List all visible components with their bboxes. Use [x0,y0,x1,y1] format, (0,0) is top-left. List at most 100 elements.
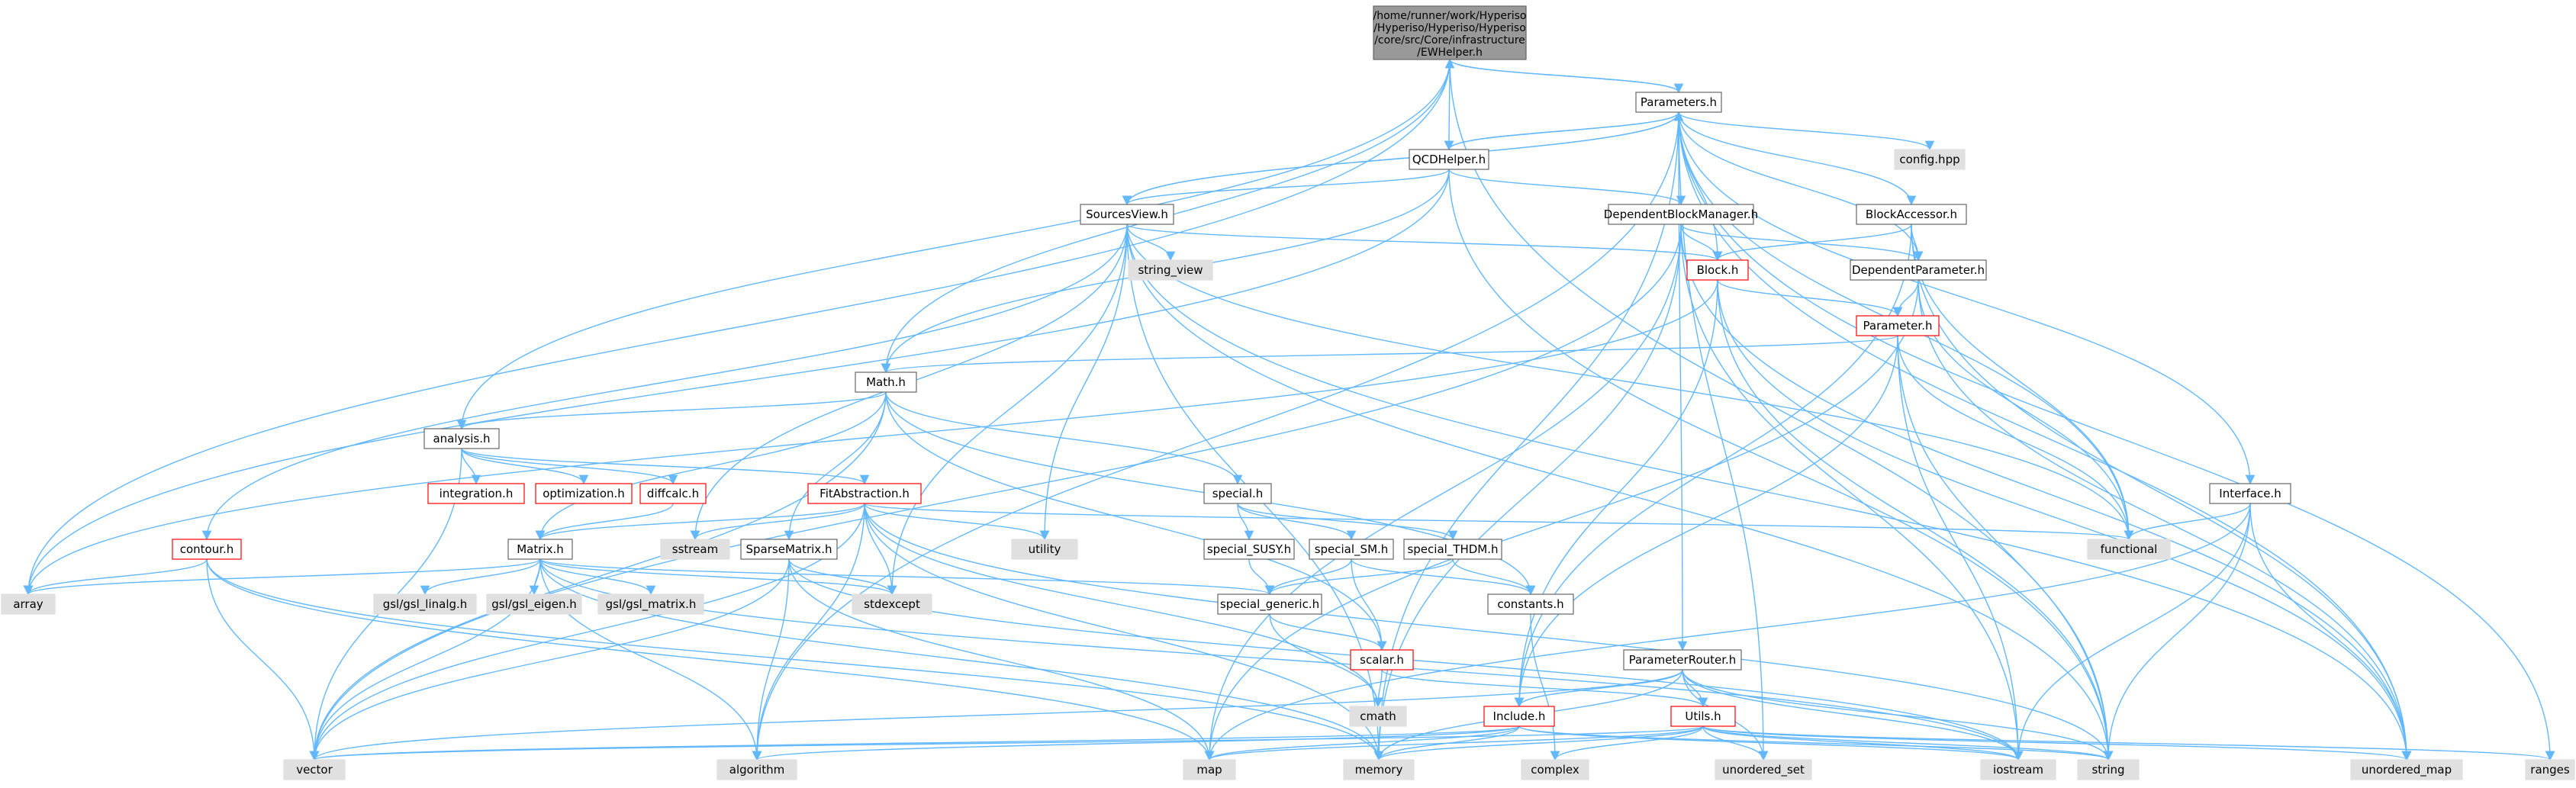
edge-contour-to-vector [206,558,320,761]
edge-math-to-sparsematrix [784,391,887,541]
edge-matrix-to-vector [309,558,541,761]
edge-sourcesview-to-functional [1126,224,2134,541]
edge-math-to-special [885,391,1243,485]
node-label: special_SM.h [1315,542,1389,557]
node-analysis[interactable]: analysis.h [423,428,500,449]
node-sourcesview[interactable]: SourcesView.h [1080,204,1174,225]
node-label: SourcesView.h [1086,207,1168,221]
node-integration[interactable]: integration.h [427,483,525,504]
node-box [423,428,500,449]
node-label: Interface.h [2219,487,2281,500]
node-blockaccessor[interactable]: BlockAccessor.h [1856,204,1967,225]
node-label: special_generic.h [1220,597,1319,612]
node-utils[interactable]: Utils.h [1670,706,1736,727]
node-label: DependentParameter.h [1852,263,1985,277]
edge-depparam-to-parameter [1892,279,1919,317]
node-sparsematrix[interactable]: SparseMatrix.h [740,539,838,560]
edge-root-to-string [1449,59,2114,761]
edge-interface-to-string [2103,503,2251,761]
edge-matrix-to-gslmatrix [539,558,656,596]
node-block[interactable]: Block.h [1686,259,1749,281]
node-specialthdm[interactable]: special_THDM.h [1403,539,1502,560]
node-box [1409,149,1489,170]
edge-parameter-to-math [881,335,1898,374]
node-label: Math.h [866,375,906,389]
node-qcdhelper[interactable]: QCDHelper.h [1409,149,1489,170]
node-unorderedmap: unordered_map [2350,759,2463,780]
edge-fitabstraction-to-sstream [690,503,865,541]
edge-sparsematrix-to-stdexcept [788,558,897,596]
node-vector: vector [283,759,346,780]
node-fitabstraction[interactable]: FitAbstraction.h [807,483,922,504]
node-label: config.hpp [1899,153,1959,166]
node-specialsm[interactable]: special_SM.h [1309,539,1394,560]
node-box [486,593,582,615]
root-file-path-line: /home/runner/work/Hyperiso [1373,10,1527,22]
root-file-path-line: /EWHelper.h [1417,47,1483,59]
node-box [172,539,242,560]
node-box [283,759,346,780]
edge-math-to-matrix [535,391,887,541]
node-box [373,593,477,615]
edge-root-to-array [23,59,1451,596]
edge-math-to-vector [309,391,887,761]
edge-qcdhelper-to-array [23,169,1450,596]
node-constants[interactable]: constants.h [1487,593,1574,615]
edge-utils-to-map [1205,725,1704,761]
edge-utils-to-ranges [1702,725,2555,761]
node-box [2350,759,2463,780]
edge-include-to-vector [310,725,1520,761]
node-label: memory [1355,763,1403,777]
node-box [1183,759,1236,780]
edge-specialsm-to-constants [1351,558,1536,596]
node-scalar[interactable]: scalar.h [1350,649,1414,671]
node-label: algorithm [729,763,784,777]
edge-interface-to-functional [2124,503,2251,541]
node-optimization[interactable]: optimization.h [535,483,633,504]
node-box [1850,259,1987,281]
edge-parameters-to-root [1444,58,1679,93]
node-label: integration.h [440,487,514,500]
node-label: Utils.h [1685,709,1721,723]
node-label: scalar.h [1360,653,1404,667]
node-diffcalc[interactable]: diffcalc.h [639,483,707,504]
edge-scalar-to-cmath [1373,669,1383,708]
node-box [1670,706,1736,727]
edge-paramrouter-to-string [1682,669,2114,761]
node-parameter[interactable]: Parameter.h [1856,315,1940,336]
node-label: vector [296,763,333,777]
node-math[interactable]: Math.h [855,371,917,393]
edge-sourcesview-to-string [1126,224,2114,761]
node-box [2077,759,2140,780]
node-depblockmgr[interactable]: DependentBlockManager.h [1604,204,1758,225]
node-gsllinalg: gsl/gsl_linalg.h [373,593,477,615]
edge-utils-to-memory [1373,725,1704,761]
node-interface[interactable]: Interface.h [2209,483,2291,504]
edge-fitabstraction-to-matrix [535,503,865,541]
node-label: DependentBlockManager.h [1604,207,1758,221]
node-specialsusy[interactable]: special_SUSY.h [1203,539,1295,560]
node-paramrouter[interactable]: ParameterRouter.h [1623,649,1742,671]
node-depparam[interactable]: DependentParameter.h [1850,259,1987,281]
edge-sparsematrix-to-algorithm [752,558,790,761]
edge-constants-to-complex [1530,613,1560,761]
node-root[interactable]: /home/runner/work/Hyperiso/Hyperiso/Hype… [1373,5,1527,60]
node-label: constants.h [1497,597,1563,611]
edge-specialgeneric-to-cmath [1269,613,1383,708]
edge-sourcesview-to-utility [1039,224,1128,541]
node-box [660,539,730,560]
node-matrix[interactable]: Matrix.h [507,539,573,560]
node-box [1856,204,1967,225]
node-specialgeneric[interactable]: special_generic.h [1217,593,1322,615]
node-contour[interactable]: contour.h [172,539,242,560]
node-special[interactable]: special.h [1203,483,1272,504]
edge-root-to-analysis [456,59,1451,430]
node-label: ParameterRouter.h [1629,653,1737,667]
node-label: gsl/gsl_matrix.h [606,597,697,612]
edge-analysis-to-diffcalc [461,448,678,485]
node-parameters[interactable]: Parameters.h [1635,92,1722,113]
node-box [1608,204,1754,225]
node-gsleigen: gsl/gsl_eigen.h [486,593,582,615]
node-include[interactable]: Include.h [1483,706,1555,727]
